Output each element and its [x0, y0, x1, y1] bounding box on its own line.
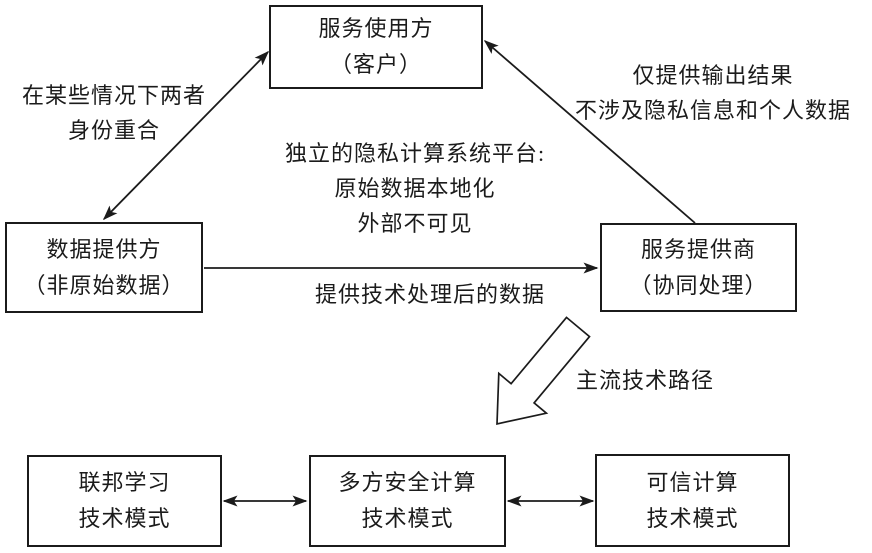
label-output-only-line1: 仅提供输出结果 [632, 63, 794, 88]
box-service-provider-line2: （协同处理） [629, 272, 768, 298]
label-identity-overlap: 在某些情况下两者 身份重合 [8, 78, 220, 148]
box-trusted-computing: 可信计算 技术模式 [595, 454, 790, 547]
label-platform-line1: 独立的隐私计算系统平台: [284, 141, 546, 166]
label-identity-overlap-line1: 在某些情况下两者 [21, 83, 206, 108]
label-output-only-line2: 不涉及隐私信息和个人数据 [574, 98, 851, 123]
box-trusted-computing-line2: 技术模式 [646, 505, 739, 531]
box-service-user-line2: （客户） [329, 52, 422, 77]
box-data-provider-line1: 数据提供方 [46, 236, 162, 262]
box-data-provider: 数据提供方 （非原始数据） [5, 222, 203, 313]
box-data-provider-line2: （非原始数据） [23, 272, 185, 298]
label-processed-data: 提供技术处理后的数据 [314, 282, 545, 307]
arrow-identity-overlap-bidirectional [102, 50, 270, 221]
label-identity-overlap-line2: 身份重合 [67, 118, 160, 143]
box-federated-learning: 联邦学习 技术模式 [27, 455, 222, 547]
mainstream-path-hollow-arrow [496, 316, 591, 425]
box-service-provider-line1: 服务提供商 [640, 236, 756, 262]
label-platform: 独立的隐私计算系统平台: 原始数据本地化 外部不可见 [255, 136, 575, 241]
arrow-provider-to-user [483, 40, 696, 224]
box-service-provider: 服务提供商 （协同处理） [600, 223, 797, 312]
box-trusted-computing-line1: 可信计算 [646, 469, 739, 495]
label-mainstream-path: 主流技术路径 [575, 368, 714, 393]
box-federated-learning-line2: 技术模式 [78, 506, 171, 531]
box-service-user: 服务使用方 （客户） [269, 5, 483, 89]
label-platform-line3: 外部不可见 [357, 211, 473, 236]
box-federated-learning-line1: 联邦学习 [78, 470, 171, 495]
box-secure-mpc-line2: 技术模式 [361, 506, 454, 531]
label-platform-line2: 原始数据本地化 [334, 176, 496, 201]
box-secure-mpc-line1: 多方安全计算 [338, 470, 477, 495]
box-secure-mpc: 多方安全计算 技术模式 [309, 455, 506, 547]
box-service-user-line1: 服务使用方 [318, 16, 434, 41]
label-output-only: 仅提供输出结果 不涉及隐私信息和个人数据 [562, 58, 864, 128]
